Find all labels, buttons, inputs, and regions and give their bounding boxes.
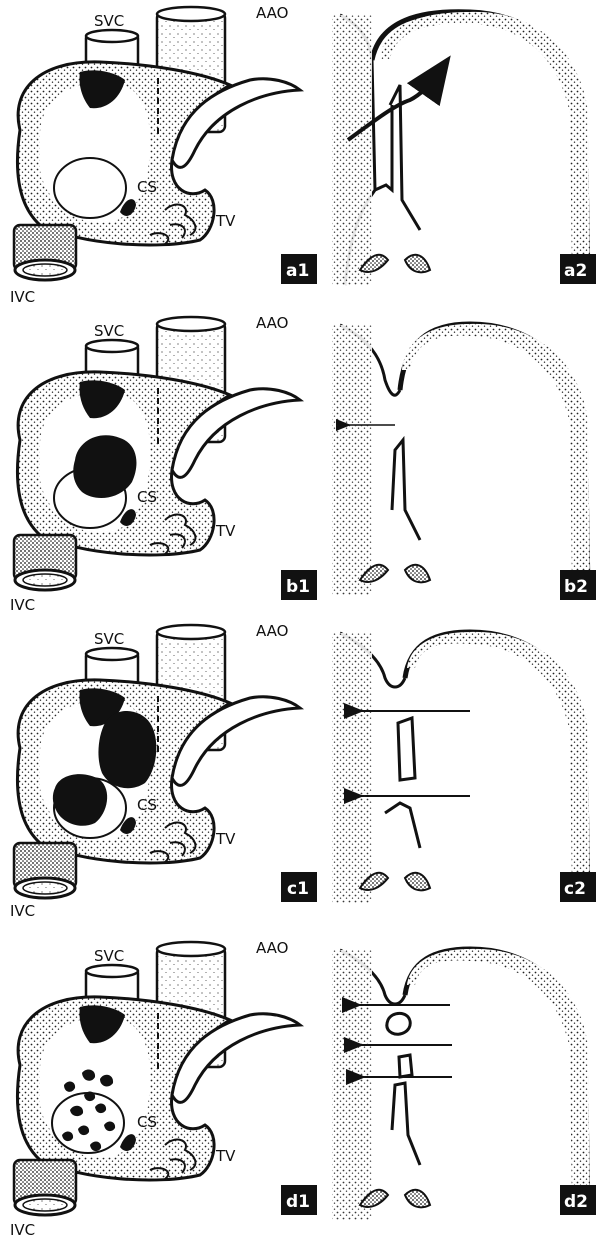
label-aao: AAO bbox=[256, 314, 288, 332]
panel-row-a: SVC AAO CS TV IVC a1 a2 bbox=[10, 4, 596, 306]
fossa-ovalis bbox=[54, 158, 126, 218]
label-tv: TV bbox=[215, 1147, 236, 1165]
septum-section-a2: a2 bbox=[332, 12, 596, 285]
label-cs: CS bbox=[137, 488, 157, 506]
heart-drawing-b1: SVC AAO CS TV IVC b1 bbox=[10, 314, 317, 614]
label-cs: CS bbox=[137, 796, 157, 814]
label-svc: SVC bbox=[94, 12, 124, 30]
septum-section-d2: d2 bbox=[332, 949, 596, 1220]
heart-drawing-d1: SVC AAO CS TV IVC d1 bbox=[10, 939, 317, 1239]
label-aao: AAO bbox=[256, 622, 288, 640]
septal-remnant bbox=[398, 718, 415, 780]
panel-row-d: SVC AAO CS TV IVC d1 d2 bbox=[10, 939, 596, 1239]
label-cs: CS bbox=[137, 1113, 157, 1131]
panel-tag-c1: c1 bbox=[287, 879, 309, 899]
label-svc: SVC bbox=[94, 947, 124, 965]
panel-row-b: SVC AAO CS TV IVC b1 b2 bbox=[10, 314, 596, 614]
label-ivc: IVC bbox=[10, 902, 35, 920]
panel-tag-a1: a1 bbox=[286, 261, 309, 281]
panel-tag-c2: c2 bbox=[564, 879, 586, 899]
heart-drawing-c1: SVC AAO CS TV IVC c1 bbox=[10, 622, 317, 920]
heart-drawing-a1: SVC AAO CS TV IVC a1 bbox=[10, 4, 317, 306]
panel-row-c: SVC AAO CS TV IVC c1 c2 bbox=[10, 622, 596, 920]
label-aao: AAO bbox=[256, 939, 288, 957]
label-tv: TV bbox=[215, 830, 236, 848]
label-ivc: IVC bbox=[10, 288, 35, 306]
panel-tag-d1: d1 bbox=[286, 1192, 310, 1212]
panel-tag-b1: b1 bbox=[286, 577, 310, 597]
septum-section-c2: c2 bbox=[332, 632, 596, 903]
label-cs: CS bbox=[137, 178, 157, 196]
label-tv: TV bbox=[215, 212, 236, 230]
panel-tag-a2: a2 bbox=[564, 261, 587, 281]
panel-tag-b2: b2 bbox=[564, 577, 588, 597]
panel-tag-d2: d2 bbox=[564, 1192, 588, 1212]
label-tv: TV bbox=[215, 522, 236, 540]
septum-section-b2: b2 bbox=[332, 324, 596, 600]
label-svc: SVC bbox=[94, 322, 124, 340]
septal-defect-upper bbox=[98, 711, 156, 788]
label-aao: AAO bbox=[256, 4, 288, 22]
label-svc: SVC bbox=[94, 630, 124, 648]
label-ivc: IVC bbox=[10, 596, 35, 614]
label-ivc: IVC bbox=[10, 1221, 35, 1239]
